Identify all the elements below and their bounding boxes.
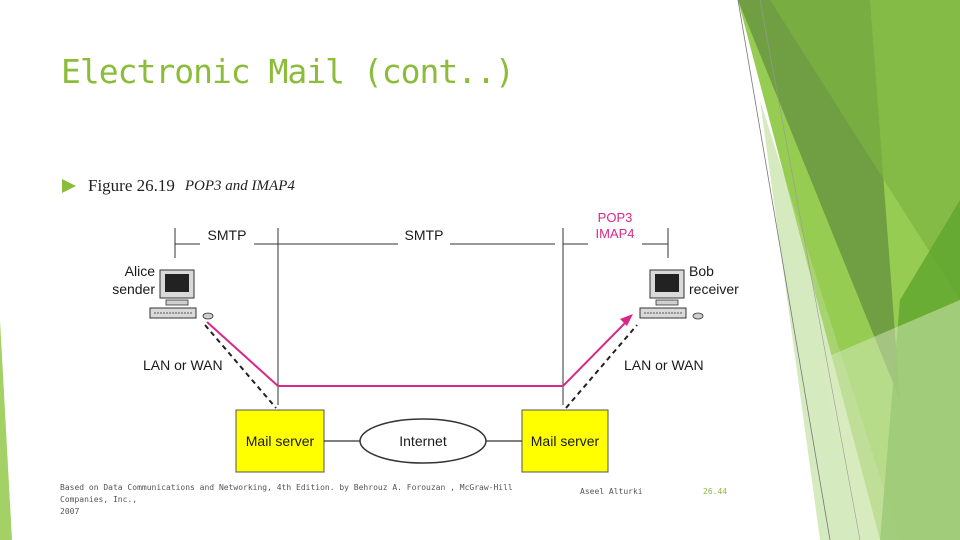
mail-path (206, 319, 629, 387)
facet-7 (0, 320, 12, 540)
lan-link-right (565, 324, 638, 409)
slide-title: Electronic Mail (cont..) (61, 52, 515, 91)
protocol-label-pop3: POP3 (598, 210, 633, 225)
receiver-role: receiver (689, 281, 739, 297)
figure-number: Figure 26.19 (88, 176, 175, 195)
slide-number: 26.44 (703, 487, 728, 496)
internet-label: Internet (399, 433, 447, 449)
mail-server-right (521, 409, 609, 473)
footer-source: Based on Data Communications and Network… (60, 482, 560, 518)
facet-3 (770, 0, 960, 300)
protocol-label-smtp-left: SMTP (208, 227, 247, 243)
figure-bullet: Figure 26.19 POP3 and IMAP4 (62, 176, 295, 196)
facet-line-2 (759, 0, 861, 540)
mail-server-left-label: Mail server (246, 433, 315, 449)
sender-role: sender (112, 281, 155, 297)
sender-name: Alice (125, 263, 156, 279)
facet-line-1 (737, 0, 831, 540)
internet-cloud (359, 418, 487, 464)
footer-author: Aseel Alturki (580, 487, 643, 496)
bob-computer-icon (639, 269, 704, 320)
protocol-label-imap4: IMAP4 (595, 226, 634, 241)
protocol-label-smtp-middle: SMTP (405, 227, 444, 243)
facet-6 (820, 300, 960, 540)
receiver-name: Bob (689, 263, 714, 279)
mail-server-right-label: Mail server (531, 433, 600, 449)
network-label-right: LAN or WAN (624, 357, 704, 373)
bullet-icon (62, 179, 76, 193)
mail-server-left (235, 409, 325, 473)
alice-computer-icon (149, 269, 214, 320)
network-label-left: LAN or WAN (143, 357, 223, 373)
figure-caption: POP3 and IMAP4 (184, 177, 295, 194)
footer-source-line1: Based on Data Communications and Network… (60, 483, 513, 504)
mail-path-arrowhead (620, 314, 633, 326)
lan-link-left (204, 324, 277, 409)
footer-source-line2: 2007 (60, 507, 80, 516)
